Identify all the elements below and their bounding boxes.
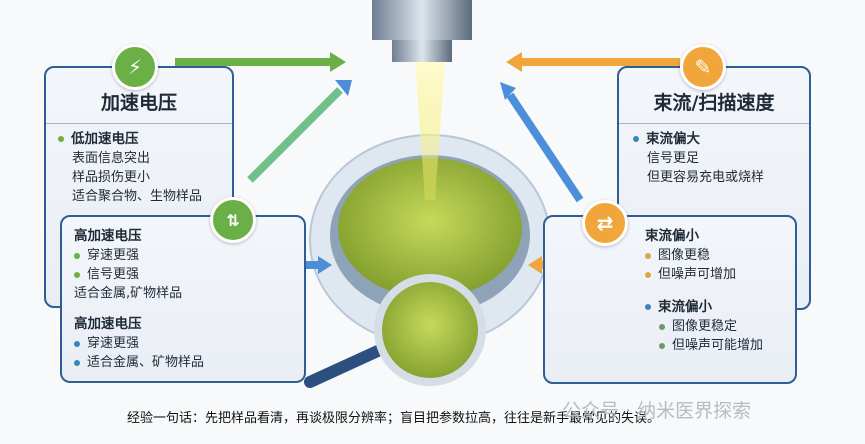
probe-icon: ✎ — [680, 44, 726, 90]
high-voltage-panel: 高加速电压 穿速更强 信号更强 适合金属,矿物样品 高加速电压 穿速更强 适合金… — [60, 215, 306, 383]
list-item: 但噪声可增加 — [658, 267, 737, 282]
watermark: 公众号 · 纳米医界探索 — [562, 400, 752, 422]
list-item: 信号更足 — [647, 151, 700, 166]
list-item: 但噪声可能增加 — [672, 338, 764, 353]
scan-arrows-icon: ⇄ — [582, 200, 628, 246]
list-item: 穿速更强 — [87, 336, 140, 351]
list-item: 穿速更强 — [87, 248, 140, 263]
panel-title: 加速电压 — [46, 68, 232, 124]
list-item: 适合金属、矿物样品 — [87, 355, 205, 370]
list-item: 适合金属,矿物样品 — [74, 286, 183, 301]
list-item: 图像更稳定 — [672, 319, 738, 334]
list-item: 样品损伤更小 — [72, 170, 151, 185]
high-voltage-heading: 高加速电压 — [74, 228, 142, 244]
small-current-heading: 束流偏小 — [645, 228, 699, 244]
voltage-adjust-icon: ⇅ — [210, 197, 256, 243]
large-current-heading: 束流偏大 — [646, 131, 700, 147]
low-voltage-heading: 低加速电压 — [71, 131, 139, 147]
magnifier — [304, 274, 486, 388]
list-item: 信号更强 — [87, 267, 140, 282]
sample-dish — [309, 134, 551, 346]
list-item: 表面信息突出 — [72, 151, 151, 166]
high-voltage-heading: 高加速电压 — [74, 316, 142, 332]
panel-title: 束流/扫描速度 — [619, 68, 809, 124]
list-item: 图像更稳 — [658, 248, 711, 263]
small-current-heading: 束流偏小 — [658, 299, 712, 315]
arrows — [175, 52, 680, 274]
electron-beam — [415, 60, 445, 200]
list-item: 适合聚合物、生物样品 — [72, 189, 203, 204]
small-current-panel: 束流偏小 图像更稳 但噪声可增加 束流偏小 图像更稳定 但噪声可能增加 — [543, 215, 797, 384]
microscope-column — [372, 0, 472, 62]
list-item: 但更容易充电或烧样 — [647, 170, 765, 185]
lightning-icon: ⚡ — [112, 44, 158, 90]
footer-tip: 经验一句话：先把样品看清，再谈极限分辨率；盲目把参数拉高，往往是新手最常见的失误… — [127, 411, 661, 426]
bullet-icon — [58, 136, 64, 142]
